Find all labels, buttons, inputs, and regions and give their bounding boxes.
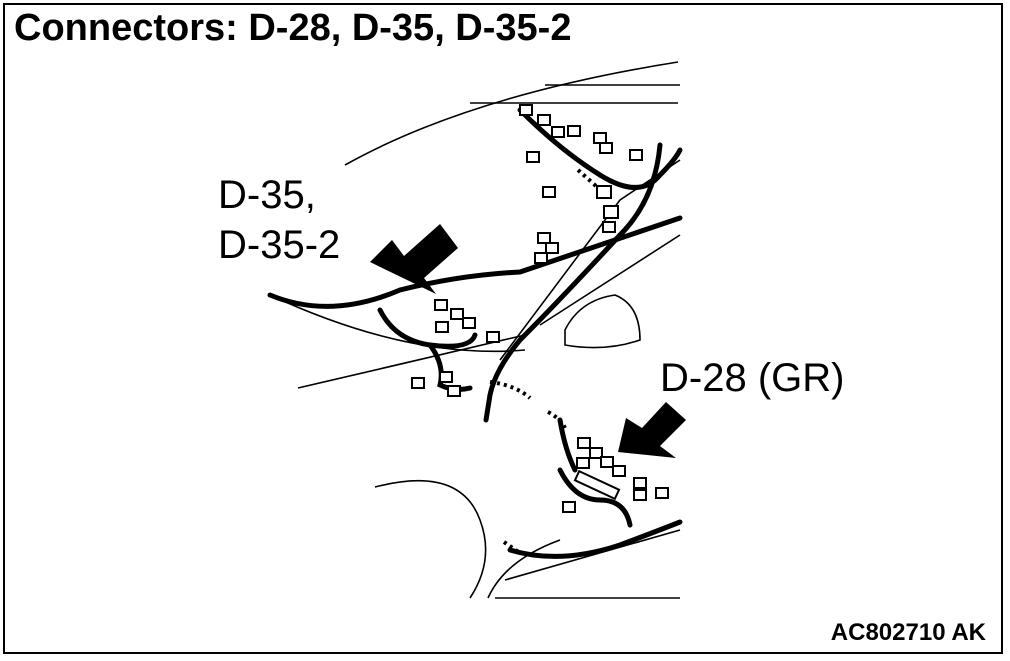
callout-arrows <box>370 224 686 458</box>
callout-label-d28: D-28 (GR) <box>660 356 845 400</box>
harness-continuation <box>489 168 598 555</box>
body-outline <box>269 61 681 599</box>
arrow-d35 <box>370 224 458 294</box>
figure-reference-id: AC802710 AK <box>830 619 986 646</box>
wiring-harness <box>267 107 683 559</box>
connectors-d28 <box>562 437 669 513</box>
connectors-d35 <box>411 299 500 397</box>
arrow-d28 <box>618 402 686 458</box>
callout-label-d35-2: D-35-2 <box>218 223 341 267</box>
diagram-border <box>3 3 1003 654</box>
connectors-upper <box>519 104 643 264</box>
callout-label-d35: D-35, <box>218 173 316 217</box>
diagram-title: Connectors: D-28, D-35, D-35-2 <box>14 7 572 49</box>
